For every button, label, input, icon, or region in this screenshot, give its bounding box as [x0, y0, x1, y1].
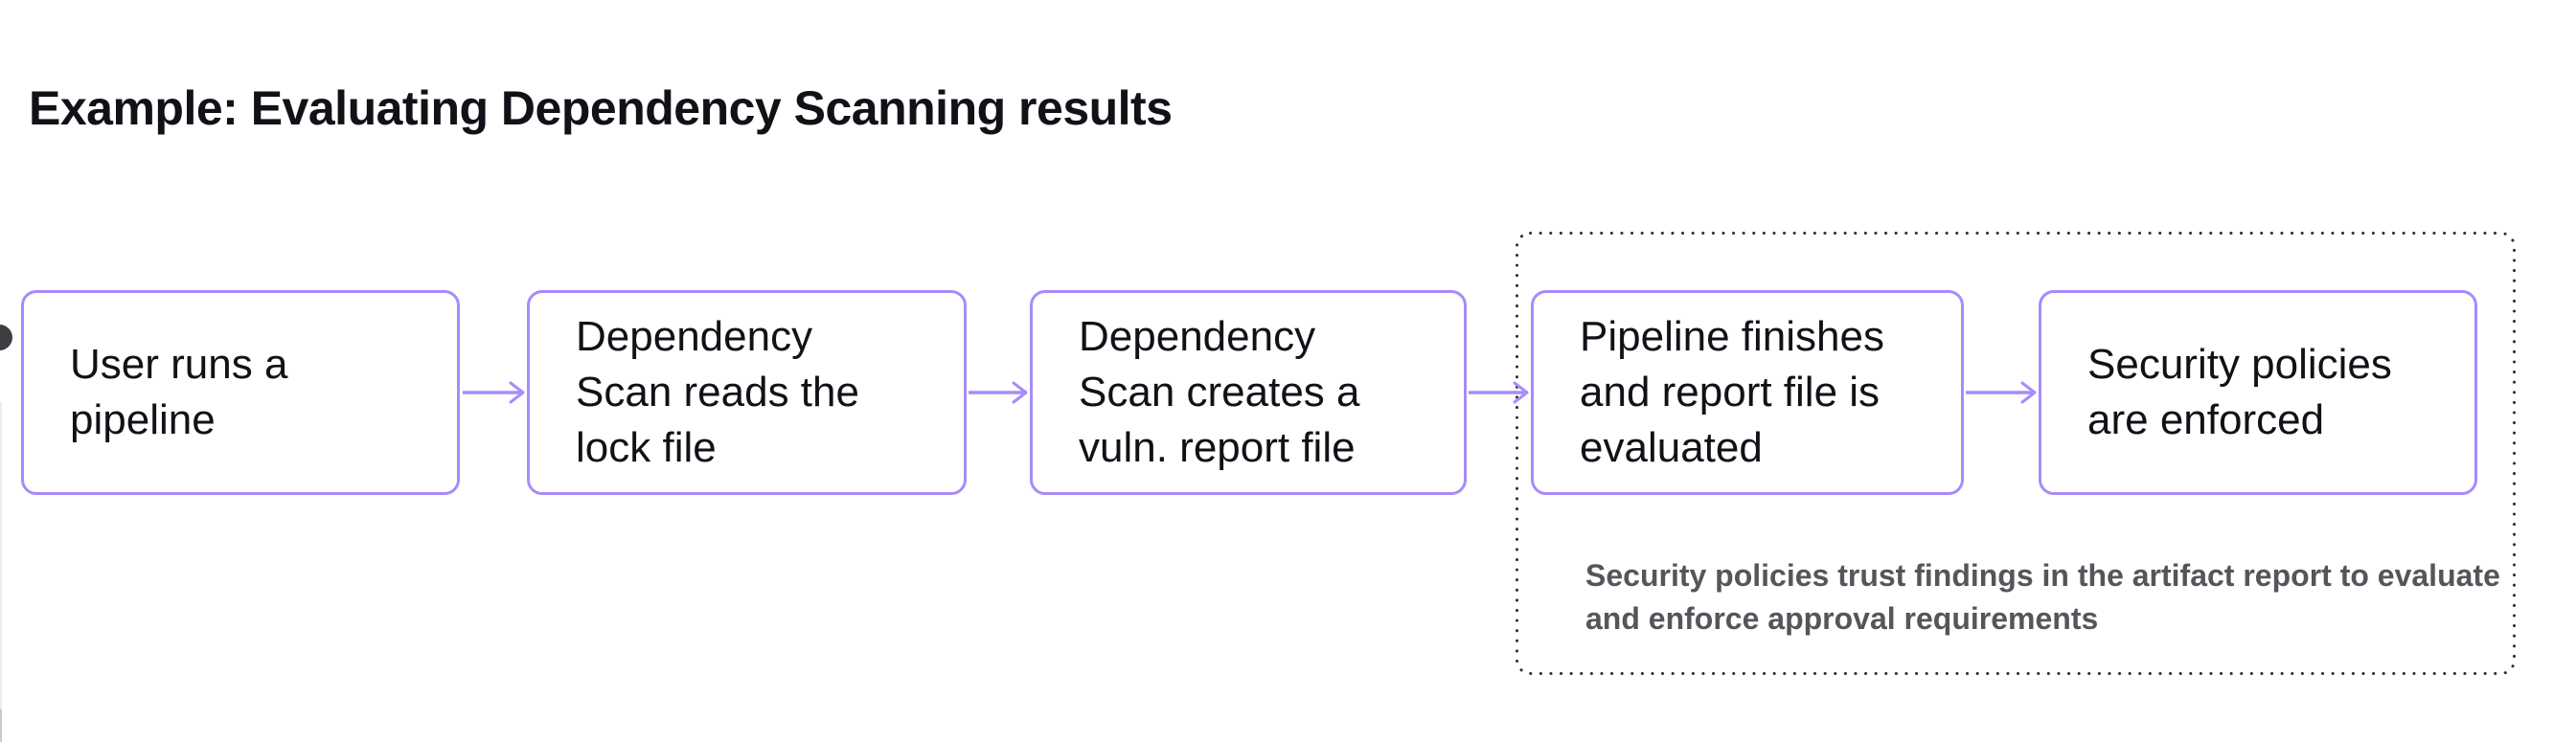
left-edge-artifact-dark	[0, 709, 2, 742]
flow-node-dependency-scan-reads-lock-file: Dependency Scan reads the lock file	[527, 290, 967, 495]
flow-arrow-icon	[1966, 381, 2037, 404]
flow-node-user-runs-pipeline: User runs a pipeline	[21, 290, 460, 495]
left-edge-artifact	[0, 402, 2, 742]
flow-node-security-policies-enforced: Security policies are enforced	[2039, 290, 2477, 495]
flow-arrow-icon	[969, 381, 1028, 404]
diagram-title: Example: Evaluating Dependency Scanning …	[29, 81, 1173, 135]
edge-cutoff-dot	[0, 325, 12, 350]
flow-node-label: Dependency Scan reads the lock file	[576, 313, 859, 471]
flow-node-label: Pipeline finishes and report file is eva…	[1580, 313, 1884, 471]
flow-node-pipeline-finishes-report-evaluated: Pipeline finishes and report file is eva…	[1531, 290, 1964, 495]
policy-group-note: Security policies trust findings in the …	[1585, 558, 2500, 636]
policy-evaluation-group-outline	[1516, 232, 2516, 675]
flow-node-label: Dependency Scan creates a vuln. report f…	[1079, 313, 1360, 471]
flow-node-label: Security policies are enforced	[2087, 341, 2392, 443]
flow-arrow-icon	[1469, 381, 1529, 404]
flow-arrow-icon	[463, 381, 525, 404]
flow-node-label: User runs a pipeline	[70, 341, 288, 443]
flow-node-dependency-scan-creates-report: Dependency Scan creates a vuln. report f…	[1030, 290, 1467, 495]
